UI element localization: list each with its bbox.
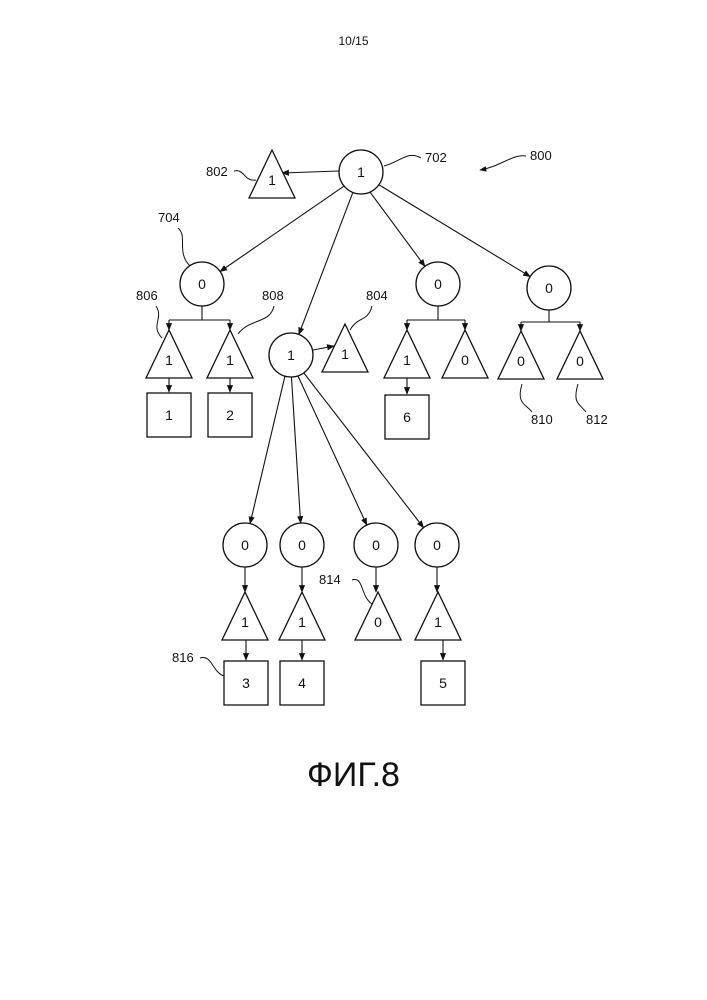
edge-arrow <box>313 346 334 350</box>
square-node: 5 <box>421 661 465 705</box>
triangle-node: 1 <box>249 150 295 198</box>
reference-labels-layer: 702 800 802 704 806 808 804 810 812 814 816 <box>136 148 608 665</box>
circle-node: 0 <box>180 262 224 306</box>
leader-line <box>178 228 190 266</box>
reference-label-802: 802 <box>206 164 228 179</box>
node-label: 0 <box>433 537 441 553</box>
edge-arrow <box>291 377 300 523</box>
figure-pointer-arrow <box>480 156 526 170</box>
reference-label-702: 702 <box>425 150 447 165</box>
node-label: 6 <box>403 409 411 425</box>
node-label: 4 <box>298 675 306 691</box>
edge-arrow <box>370 192 425 266</box>
node-label: 1 <box>298 614 306 630</box>
node-label: 1 <box>241 614 249 630</box>
square-node: 6 <box>385 395 429 439</box>
square-node: 4 <box>280 661 324 705</box>
square-node: 2 <box>208 393 252 437</box>
square-node: 3 <box>224 661 268 705</box>
reference-label-804: 804 <box>366 288 388 303</box>
node-label: 1 <box>434 614 442 630</box>
leader-line <box>384 155 421 166</box>
leader-line <box>200 657 224 676</box>
leader-line <box>234 171 256 181</box>
triangle-node: 0 <box>498 331 544 379</box>
reference-label-812: 812 <box>586 412 608 427</box>
triangle-node: 0 <box>355 592 401 640</box>
reference-label-806: 806 <box>136 288 158 303</box>
triangle-node: 1 <box>322 324 368 372</box>
triangle-node: 1 <box>279 592 325 640</box>
node-label: 0 <box>298 537 306 553</box>
edge-arrow <box>299 192 353 334</box>
node-label: 1 <box>287 347 295 363</box>
square-node: 1 <box>147 393 191 437</box>
leader-line <box>576 384 586 412</box>
node-label: 1 <box>165 407 173 423</box>
reference-label-816: 816 <box>172 650 194 665</box>
leader-line <box>352 579 372 604</box>
reference-label-808: 808 <box>262 288 284 303</box>
circle-node: 0 <box>354 523 398 567</box>
node-label: 0 <box>374 614 382 630</box>
circle-node: 1 <box>269 333 313 377</box>
leader-line <box>156 306 162 338</box>
edge-arrow <box>250 376 285 523</box>
node-label: 1 <box>403 352 411 368</box>
node-label: 0 <box>372 537 380 553</box>
reference-label-814: 814 <box>319 572 341 587</box>
node-label: 0 <box>576 353 584 369</box>
triangle-node: 1 <box>415 592 461 640</box>
leader-line <box>520 384 532 412</box>
reference-label-810: 810 <box>531 412 553 427</box>
node-label: 0 <box>198 276 206 292</box>
triangle-node: 1 <box>384 330 430 378</box>
circle-node: 0 <box>415 523 459 567</box>
leader-line <box>238 306 274 334</box>
figure-caption: ФИГ.8 <box>0 756 707 795</box>
node-label: 0 <box>461 352 469 368</box>
node-label: 3 <box>242 675 250 691</box>
triangle-node: 1 <box>207 330 253 378</box>
node-label: 0 <box>545 280 553 296</box>
edge-arrow <box>282 171 339 173</box>
node-label: 1 <box>268 172 276 188</box>
node-label: 1 <box>165 352 173 368</box>
node-label: 1 <box>341 346 349 362</box>
circle-node: 0 <box>416 262 460 306</box>
circle-node: 0 <box>223 523 267 567</box>
reference-label-800: 800 <box>530 148 552 163</box>
triangle-node: 1 <box>146 330 192 378</box>
triangle-node: 0 <box>442 330 488 378</box>
nodes-layer: 1 1 0 1 1 1 2 1 1 0 1 0 6 0 0 0 0 0 0 0 1 1 0 1 3 4 5 <box>146 150 603 705</box>
triangle-node: 0 <box>557 331 603 379</box>
node-label: 1 <box>226 352 234 368</box>
node-label: 1 <box>357 164 365 180</box>
edge-arrow <box>379 185 530 277</box>
edge-arrow <box>220 186 344 271</box>
leader-line <box>350 306 372 330</box>
node-label: 0 <box>517 353 525 369</box>
edge-arrow <box>298 376 367 525</box>
reference-label-704: 704 <box>158 210 180 225</box>
triangle-node: 1 <box>222 592 268 640</box>
node-label: 0 <box>434 276 442 292</box>
node-label: 0 <box>241 537 249 553</box>
node-label: 5 <box>439 675 447 691</box>
circle-node: 0 <box>280 523 324 567</box>
node-label: 2 <box>226 407 234 423</box>
circle-node: 0 <box>527 266 571 310</box>
circle-node: 1 <box>339 150 383 194</box>
